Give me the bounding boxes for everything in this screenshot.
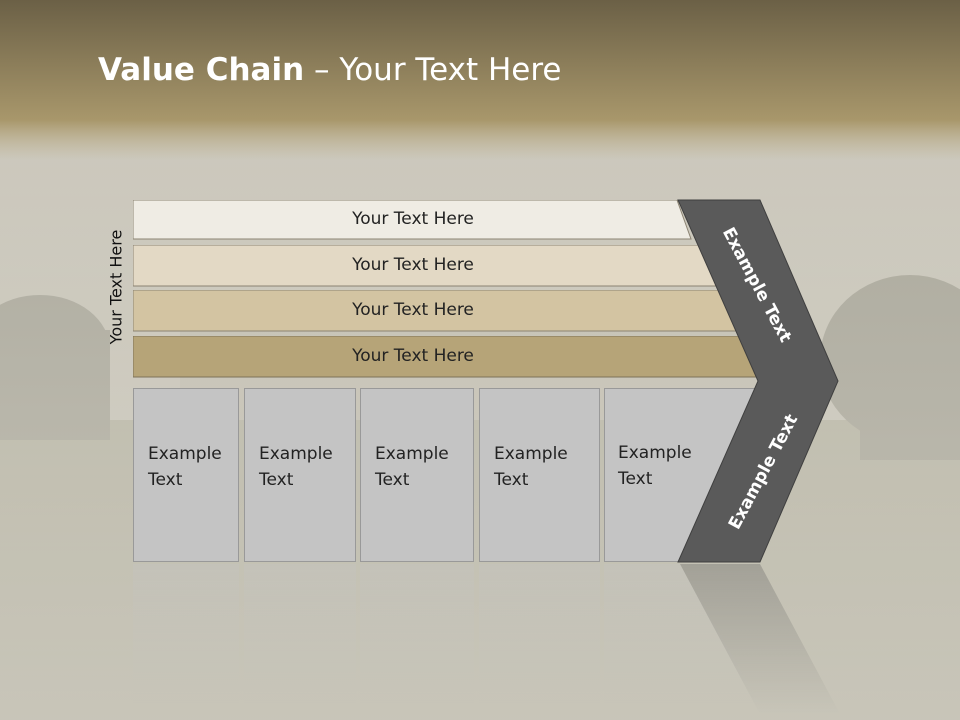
- row-label: Your Text Here: [352, 255, 474, 275]
- activity-box-5: Example Text: [604, 388, 704, 562]
- activity-box-1: Example Text: [133, 388, 239, 562]
- box-label: Example Text: [148, 444, 222, 490]
- box-label: Example Text: [375, 444, 449, 490]
- activity-box-2: Example Text: [244, 388, 356, 562]
- box-label: Example Text: [494, 444, 568, 490]
- side-label: Your Text Here: [106, 229, 126, 345]
- row-shape: [133, 200, 692, 240]
- page-title: Value Chain – Your Text Here: [98, 52, 561, 88]
- chevron-shape: [677, 199, 839, 563]
- activity-box-3: Example Text: [360, 388, 474, 562]
- row-label: Your Text Here: [352, 346, 474, 366]
- title-rest: – Your Text Here: [304, 52, 562, 88]
- activity-box-4: Example Text: [479, 388, 600, 562]
- row-label: Your Text Here: [352, 300, 474, 320]
- box-label: Example Text: [259, 444, 333, 490]
- row-label: Your Text Here: [352, 209, 474, 229]
- box-label: Example Text: [618, 443, 692, 489]
- reflection: [133, 564, 840, 714]
- title-bold: Value Chain: [98, 52, 305, 88]
